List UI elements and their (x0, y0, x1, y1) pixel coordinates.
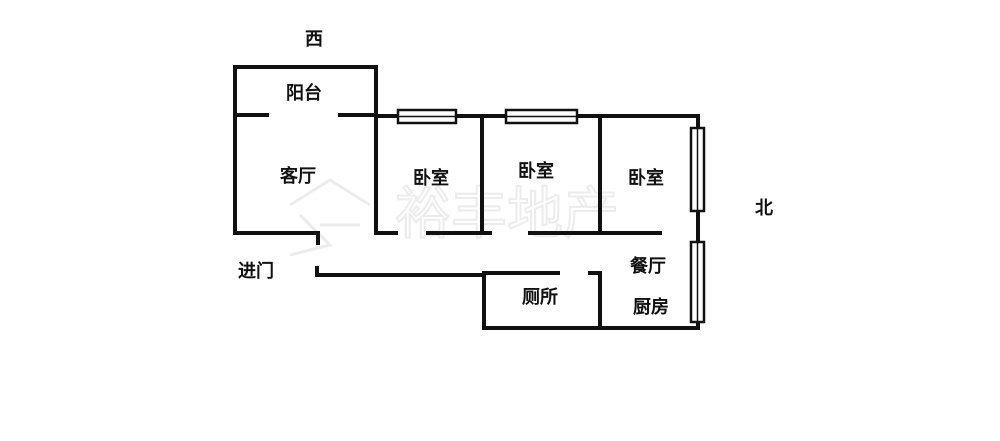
room-bedroom-2: 卧室 (518, 160, 554, 182)
direction-north: 北 (755, 198, 773, 219)
watermark: 裕丰地产 (289, 178, 620, 257)
entrance-label: 进门 (238, 260, 274, 282)
room-dining: 餐厅 (629, 255, 666, 277)
watermark-text: 裕丰地产 (395, 182, 619, 247)
room-living-room: 客厅 (280, 165, 316, 187)
direction-west: 西 (305, 29, 323, 50)
room-toilet: 厕所 (522, 287, 558, 308)
windows (396, 108, 706, 324)
room-bedroom-3: 卧室 (628, 167, 664, 189)
room-kitchen: 厨房 (633, 296, 669, 318)
room-balcony: 阳台 (286, 82, 322, 104)
watermark-logo-icon (289, 178, 371, 257)
room-bedroom-1: 卧室 (413, 167, 449, 189)
